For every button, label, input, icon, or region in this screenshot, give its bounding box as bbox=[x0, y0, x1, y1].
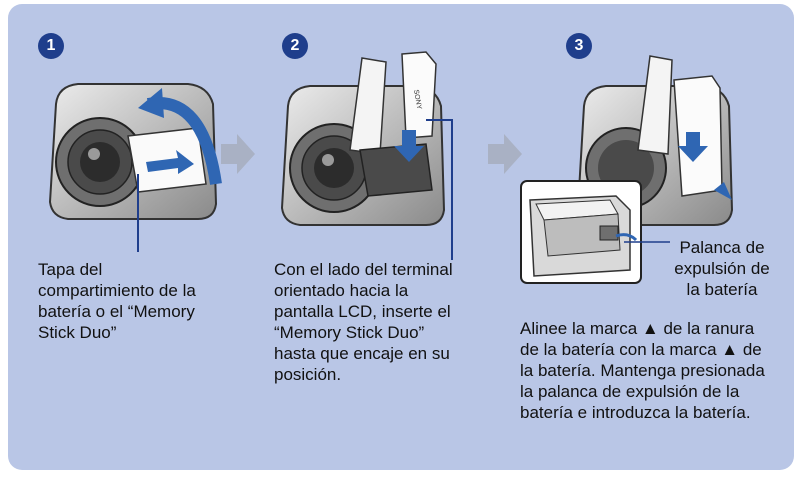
instruction-panel: 1 Tapa del compartimiento de la batería … bbox=[8, 4, 794, 470]
step-1-badge: 1 bbox=[38, 33, 64, 59]
step-arrow-2-3 bbox=[488, 134, 522, 174]
step-3-caption: Alinee la marca ▲ de la ranura de la bat… bbox=[520, 319, 765, 422]
step-2-badge: 2 bbox=[282, 33, 308, 59]
camera-illustration-step-2: SONY bbox=[280, 51, 453, 260]
step-1-caption: Tapa del compartimiento de la batería o … bbox=[38, 260, 196, 342]
step-3-badge: 3 bbox=[566, 33, 592, 59]
step-arrow-1-2 bbox=[221, 134, 255, 174]
step-2-caption: Con el lado del terminal orientado hacia… bbox=[274, 260, 453, 384]
battery-lever-callout: Palanca de expulsión de la batería bbox=[674, 238, 770, 299]
memory-card-brand: SONY bbox=[412, 89, 422, 110]
camera-illustration-step-1 bbox=[48, 83, 222, 252]
battery-lever-inset bbox=[520, 180, 670, 284]
